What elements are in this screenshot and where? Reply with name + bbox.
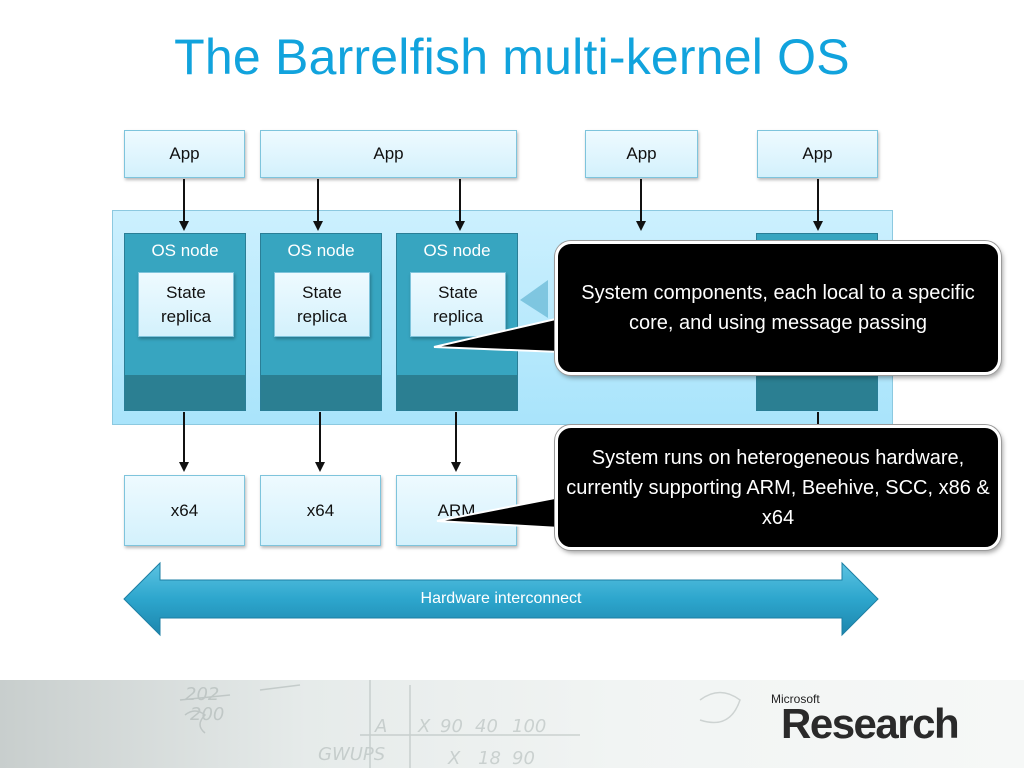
svg-text:202: 202 [185,684,219,705]
node-to-cpu-arrows [179,412,819,472]
callout-top: System components, each local to a speci… [555,241,1001,375]
interconnect-label: Hardware interconnect [420,590,582,607]
os-node-base [397,375,517,410]
callout-top-tail [433,316,561,354]
os-node-label: OS node [423,241,491,260]
svg-text:X: X [417,716,431,737]
os-node-3: OS node State replica [396,233,518,411]
os-node-2: OS node State replica [260,233,382,411]
os-node-base [125,375,245,410]
svg-text:90: 90 [512,748,535,768]
app-box-3: App [585,130,698,178]
svg-text:100: 100 [512,716,546,737]
svg-text:18: 18 [478,748,501,768]
callout-pointer-shadow [520,280,548,318]
hardware-interconnect-arrow [123,561,879,637]
callout-bottom-tail [436,495,561,530]
slide-title: The Barrelfish multi-kernel OS [174,29,850,85]
cpu-box-1: x64 [124,475,245,546]
os-node-base [261,375,381,410]
footer-strip: A X 90 40 100 GWUPS X 18 90 202 200 [0,680,1024,768]
os-node-label: OS node [151,241,219,260]
state-replica: State replica [274,272,370,337]
logo-research: Research [781,700,960,747]
app-box-1: App [124,130,245,178]
svg-text:40: 40 [475,716,498,737]
handwriting-background-image: A X 90 40 100 GWUPS X 18 90 202 200 [179,680,741,768]
os-node-label: OS node [287,241,355,260]
svg-text:X: X [447,748,461,768]
callout-bottom: System runs on heterogeneous hardware, c… [555,425,1001,550]
os-node-base [757,375,877,410]
svg-text:GWUPS: GWUPS [318,744,385,765]
svg-text:200: 200 [190,704,224,725]
svg-text:A: A [374,716,387,737]
state-replica-label: State replica [160,282,212,326]
app-box-4: App [757,130,878,178]
state-replica: State replica [410,272,506,337]
app-to-node-arrows [179,179,823,231]
app-box-2: App [260,130,517,178]
svg-text:90: 90 [440,716,463,737]
state-replica-label: State replica [296,282,348,326]
cpu-box-2: x64 [260,475,381,546]
logo-microsoft: Microsoft [771,692,820,706]
state-replica: State replica [138,272,234,337]
state-replica-label: State replica [432,282,484,326]
os-node-1: OS node State replica [124,233,246,411]
